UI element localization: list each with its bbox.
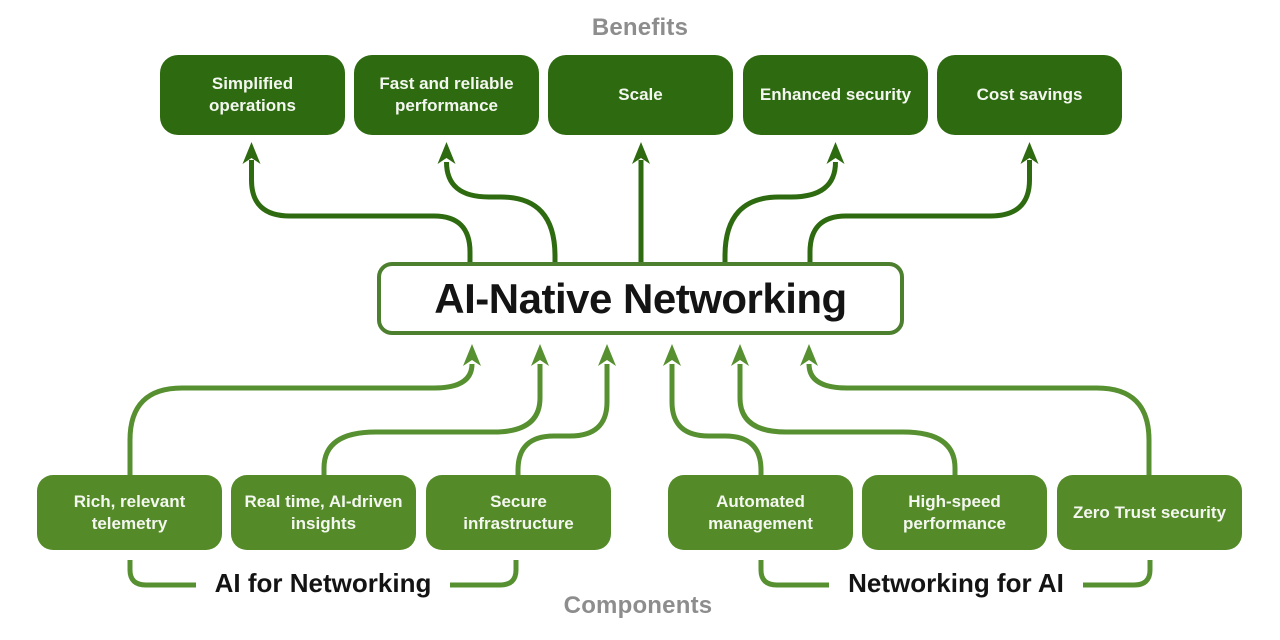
- benefit-box-cost-savings: Cost savings: [937, 55, 1122, 135]
- component-box-label: Secure infrastructure: [463, 491, 574, 533]
- arrow-component-3-to-center: [669, 364, 764, 476]
- benefit-box-label: Fast and reliable performance: [379, 74, 514, 115]
- arrow-center-to-benefit-4: [807, 160, 1032, 264]
- arrowhead-component-4: [731, 344, 749, 366]
- component-box-label: Zero Trust security: [1072, 502, 1227, 522]
- component-box-label: Automated management: [708, 491, 813, 533]
- component-box-real-time-ai-driven-insights: Real time, AI-driven insights: [231, 475, 416, 550]
- bracket-networking-for-ai-right: [1083, 560, 1153, 588]
- component-box-label: Real time, AI-driven insights: [244, 491, 403, 533]
- benefit-box-fast-reliable-performance: Fast and reliable performance: [354, 55, 539, 135]
- arrow-component-0-to-center: [127, 363, 475, 476]
- arrow-component-2-to-center: [515, 364, 610, 476]
- benefit-box-label: Simplified operations: [209, 74, 296, 115]
- arrow-center-to-benefit-0: [249, 160, 473, 264]
- bracket-ai-for-networking-right: [450, 560, 519, 588]
- component-box-label: High-speed performance: [903, 491, 1006, 533]
- center-node-ai-native-networking: AI-Native Networking: [377, 262, 904, 335]
- benefit-box-label: Enhanced security: [759, 85, 912, 105]
- arrow-center-to-benefit-3: [722, 161, 838, 264]
- arrowhead-benefit-0: [242, 142, 261, 164]
- component-box-secure-infrastructure: Secure infrastructure: [426, 475, 611, 550]
- arrowhead-benefit-2: [632, 142, 650, 164]
- component-box-rich-relevant-telemetry: Rich, relevant telemetry: [37, 475, 222, 550]
- benefit-box-enhanced-security: Enhanced security: [743, 55, 928, 135]
- component-box-zero-trust-security: Zero Trust security: [1057, 475, 1242, 550]
- arrow-component-4-to-center: [737, 364, 958, 476]
- component-box-high-speed-performance: High-speed performance: [862, 475, 1047, 550]
- group-label-networking-for-ai: Networking for AI: [848, 568, 1064, 598]
- center-node-title: AI-Native Networking: [434, 274, 847, 322]
- arrowhead-benefit-3: [826, 142, 845, 164]
- group-label-ai-for-networking: AI for Networking: [214, 568, 432, 598]
- arrowhead-component-1: [531, 344, 549, 366]
- arrowhead-component-2: [598, 344, 616, 366]
- bracket-networking-for-ai-left: [758, 560, 829, 588]
- benefit-box-scale: Scale: [548, 55, 733, 135]
- arrow-center-to-benefit-1: [444, 161, 558, 264]
- arrowhead-benefit-1: [437, 142, 456, 164]
- benefit-box-simplified-operations: Simplified operations: [160, 55, 345, 135]
- component-box-automated-management: Automated management: [668, 475, 853, 550]
- arrowhead-component-3: [663, 344, 681, 366]
- arrow-component-5-to-center: [806, 363, 1152, 476]
- arrowhead-component-5: [800, 344, 818, 366]
- component-box-label: Rich, relevant telemetry: [73, 491, 186, 533]
- benefits-section-label: Benefits: [591, 14, 689, 41]
- bracket-ai-for-networking-left: [127, 560, 196, 588]
- arrow-component-1-to-center: [321, 364, 543, 476]
- benefit-box-label: Scale: [618, 85, 663, 105]
- arrowhead-component-0: [463, 344, 481, 366]
- components-section-label: Components: [563, 592, 713, 619]
- arrowhead-benefit-4: [1020, 142, 1039, 164]
- benefit-box-label: Cost savings: [976, 85, 1083, 105]
